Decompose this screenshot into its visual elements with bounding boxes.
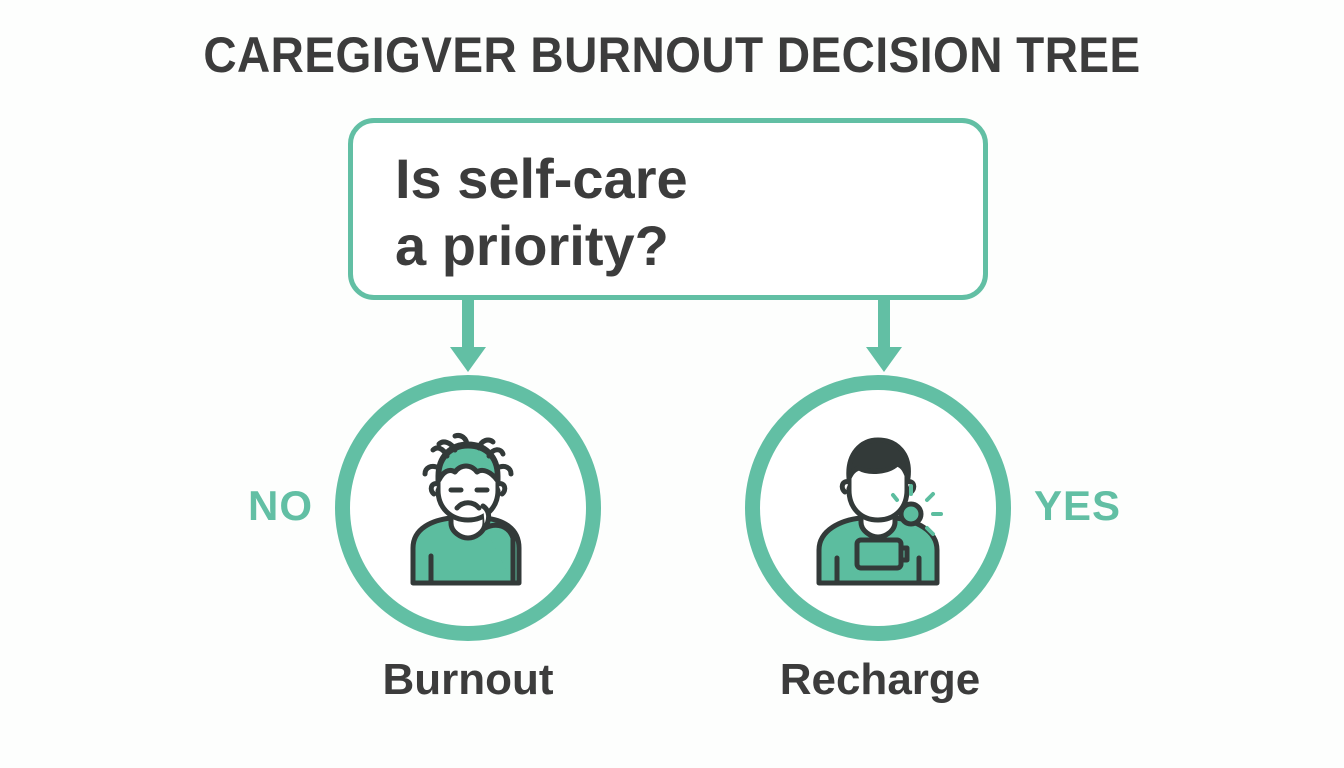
question-line-1: Is self-care bbox=[395, 147, 688, 210]
outcome-burnout: Burnout bbox=[382, 655, 554, 704]
branch-label-no: NO bbox=[248, 482, 313, 529]
question-text: Is self-care a priority? bbox=[395, 145, 688, 279]
connector-arrow-left-head bbox=[450, 347, 486, 372]
page-title: CAREGIGVER BURNOUT DECISION TREE bbox=[203, 27, 1141, 83]
branch-no[interactable] bbox=[335, 375, 601, 641]
outcome-recharge: Recharge bbox=[779, 655, 981, 704]
connector-arrow-right-head bbox=[866, 347, 902, 372]
connector-arrow-right-stem bbox=[878, 300, 890, 352]
question-line-2: a priority? bbox=[395, 214, 669, 278]
question-box: Is self-care a priority? bbox=[348, 118, 988, 300]
connector-arrow-left-stem bbox=[462, 300, 474, 352]
sparkle-icon bbox=[898, 501, 924, 527]
battery-icon bbox=[854, 537, 904, 571]
branch-yes[interactable] bbox=[745, 375, 1011, 641]
stressed-person-icon bbox=[410, 433, 522, 586]
recharged-person-icon bbox=[816, 437, 943, 586]
branch-label-yes: YES bbox=[1034, 482, 1122, 529]
